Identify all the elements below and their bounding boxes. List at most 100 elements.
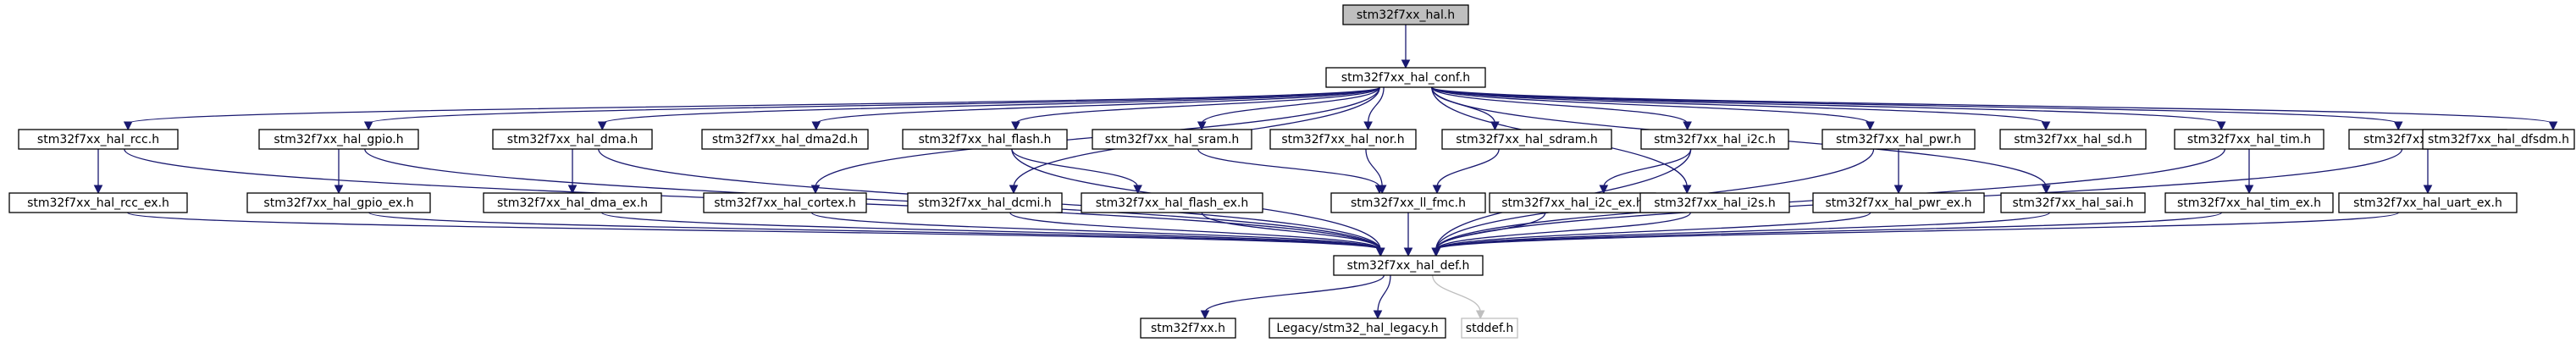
node-legacy[interactable]: Legacy/stm32_hal_legacy.h [1269, 318, 1446, 339]
node-box-i2s [1639, 192, 1790, 213]
node-flash_ex[interactable]: stm32f7xx_hal_flash_ex.h [1081, 192, 1263, 213]
edge-tim_ex-to-def [1435, 212, 2223, 251]
node-dma[interactable]: stm32f7xx_hal_dma.h [492, 129, 653, 150]
edge-conf-to-uart [1431, 86, 2399, 124]
node-box-uart_ex [2338, 192, 2518, 213]
node-label-dfsdm: stm32f7xx_hal_dfsdm.h [2428, 133, 2569, 146]
node-box-i2c [1640, 129, 1789, 150]
node-label-flash_ex: stm32f7xx_hal_flash_ex.h [1096, 196, 1249, 210]
edge-cortex-to-def [810, 212, 1381, 251]
edge-i2s-to-def [1435, 212, 1691, 251]
arrowhead-conf-to-nor [1363, 121, 1373, 131]
edge-conf-to-rcc [127, 86, 1380, 124]
node-dma2d[interactable]: stm32f7xx_hal_dma2d.h [701, 129, 869, 150]
node-gpio[interactable]: stm32f7xx_hal_gpio.h [258, 129, 419, 150]
node-box-conf [1325, 67, 1486, 88]
node-stddef[interactable]: stddef.h [1461, 318, 1518, 339]
node-label-nor: stm32f7xx_hal_nor.h [1281, 133, 1404, 146]
node-tim_ex[interactable]: stm32f7xx_hal_tim_ex.h [2164, 192, 2334, 213]
node-box-hal [1342, 4, 1469, 25]
edge-conf-to-sram [1201, 86, 1380, 124]
arrowhead-tim-to-tim_ex [2244, 185, 2254, 195]
node-box-ll_fmc [1330, 192, 1486, 213]
node-box-dcmi [907, 192, 1063, 213]
node-gpio_ex[interactable]: stm32f7xx_hal_gpio_ex.h [246, 192, 431, 213]
node-pwr_ex[interactable]: stm32f7xx_hal_pwr_ex.h [1812, 192, 1985, 213]
node-nor[interactable]: stm32f7xx_hal_nor.h [1269, 129, 1417, 150]
node-dfsdm[interactable]: stm32f7xx_hal_dfsdm.h [2422, 129, 2575, 150]
edge-conf-to-gpio [368, 86, 1380, 124]
node-label-dma_ex: stm32f7xx_hal_dma_ex.h [497, 196, 648, 210]
edge-rcc_ex-to-def [127, 212, 1381, 251]
node-rcc[interactable]: stm32f7xx_hal_rcc.h [18, 129, 179, 150]
node-uart_ex[interactable]: stm32f7xx_hal_uart_ex.h [2338, 192, 2518, 213]
node-label-sdram: stm32f7xx_hal_sdram.h [1456, 133, 1597, 146]
node-label-hal: stm32f7xx_hal.h [1357, 8, 1455, 22]
node-tim[interactable]: stm32f7xx_hal_tim.h [2174, 129, 2324, 150]
node-dcmi[interactable]: stm32f7xx_hal_dcmi.h [907, 192, 1063, 213]
arrowhead-conf-to-tim [2216, 121, 2226, 131]
edge-pwr_ex-to-def [1435, 212, 1871, 251]
edge-conf-to-dfsdm [1431, 86, 2554, 124]
arrowhead-conf-to-flash [1011, 121, 1020, 131]
node-pwr[interactable]: stm32f7xx_hal_pwr.h [1821, 129, 1976, 150]
node-label-dma2d: stm32f7xx_hal_dma2d.h [712, 133, 858, 146]
node-sram[interactable]: stm32f7xx_hal_sram.h [1092, 129, 1252, 150]
edge-def-to-stddef [1432, 274, 1481, 313]
arrowhead-nor-to-ll_fmc [1377, 185, 1387, 195]
nodes-layer: stm32f7xx_hal.h stm32f7xx_hal_conf.h stm32… [8, 4, 2575, 339]
edge-sram-to-ll_fmc [1197, 148, 1380, 188]
node-i2c_ex[interactable]: stm32f7xx_hal_i2c_ex.h [1489, 192, 1656, 213]
arrowhead-hal-to-conf [1401, 59, 1411, 69]
node-label-dma: stm32f7xx_hal_dma.h [507, 133, 638, 146]
arrowhead-uart_ex-to-def [1431, 247, 1441, 257]
arrowhead-def-to-legacy [1373, 310, 1383, 320]
node-i2c[interactable]: stm32f7xx_hal_i2c.h [1640, 129, 1789, 150]
edge-flash-to-flash_ex [1011, 148, 1139, 188]
node-box-rcc_ex [8, 192, 188, 213]
node-rcc_ex[interactable]: stm32f7xx_hal_rcc_ex.h [8, 192, 188, 213]
node-box-gpio_ex [246, 192, 431, 213]
node-label-pwr: stm32f7xx_hal_pwr.h [1836, 133, 1961, 146]
node-box-flash_ex [1081, 192, 1263, 213]
node-sai[interactable]: stm32f7xx_hal_sai.h [2000, 192, 2146, 213]
edge-def-to-stm32f7xx [1204, 274, 1385, 313]
node-i2s[interactable]: stm32f7xx_hal_i2s.h [1639, 192, 1790, 213]
arrowhead-uart-to-uart_ex [2423, 185, 2433, 195]
arrowhead-ll_fmc-to-def [1403, 247, 1413, 257]
arrowhead-conf-to-dfsdm [2548, 121, 2558, 131]
node-label-rcc: stm32f7xx_hal_rcc.h [37, 133, 159, 146]
node-flash[interactable]: stm32f7xx_hal_flash.h [902, 129, 1068, 150]
node-box-gpio [258, 129, 419, 150]
arrowhead-conf-to-sram [1197, 121, 1207, 131]
edge-def-to-legacy [1377, 274, 1391, 313]
node-box-flash [902, 129, 1068, 150]
node-def[interactable]: stm32f7xx_hal_def.h [1333, 255, 1484, 276]
node-sdram[interactable]: stm32f7xx_hal_sdram.h [1441, 129, 1612, 150]
node-box-sdram [1441, 129, 1612, 150]
node-conf[interactable]: stm32f7xx_hal_conf.h [1325, 67, 1486, 88]
node-dma_ex[interactable]: stm32f7xx_hal_dma_ex.h [483, 192, 662, 213]
node-label-sd: stm32f7xx_hal_sd.h [2014, 133, 2132, 146]
arrowhead-dma-to-dma_ex [567, 185, 578, 195]
arrowhead-def-to-stm32f7xx [1200, 310, 1210, 320]
node-hal[interactable]: stm32f7xx_hal.h [1342, 4, 1469, 25]
node-box-dma [492, 129, 653, 150]
edge-dma_ex-to-def [601, 212, 1381, 251]
node-stm32f7xx[interactable]: stm32f7xx.h [1140, 318, 1236, 339]
node-box-pwr_ex [1812, 192, 1985, 213]
node-label-i2c_ex: stm32f7xx_hal_i2c_ex.h [1501, 196, 1643, 210]
node-ll_fmc[interactable]: stm32f7xx_ll_fmc.h [1330, 192, 1486, 213]
edge-gpio_ex-to-def [368, 212, 1381, 251]
edge-dcmi-to-def [1009, 212, 1381, 251]
node-label-pwr_ex: stm32f7xx_hal_pwr_ex.h [1825, 196, 1971, 210]
arrowhead-conf-to-dcmi [1009, 185, 1019, 195]
node-label-gpio: stm32f7xx_hal_gpio.h [274, 133, 403, 146]
node-label-conf: stm32f7xx_hal_conf.h [1341, 71, 1470, 85]
node-sd[interactable]: stm32f7xx_hal_sd.h [1999, 129, 2147, 150]
edge-conf-to-pwr [1431, 86, 1871, 124]
node-cortex[interactable]: stm32f7xx_hal_cortex.h [703, 192, 867, 213]
arrowhead-conf-to-pwr [1866, 121, 1875, 131]
edge-nor-to-ll_fmc [1365, 148, 1383, 188]
